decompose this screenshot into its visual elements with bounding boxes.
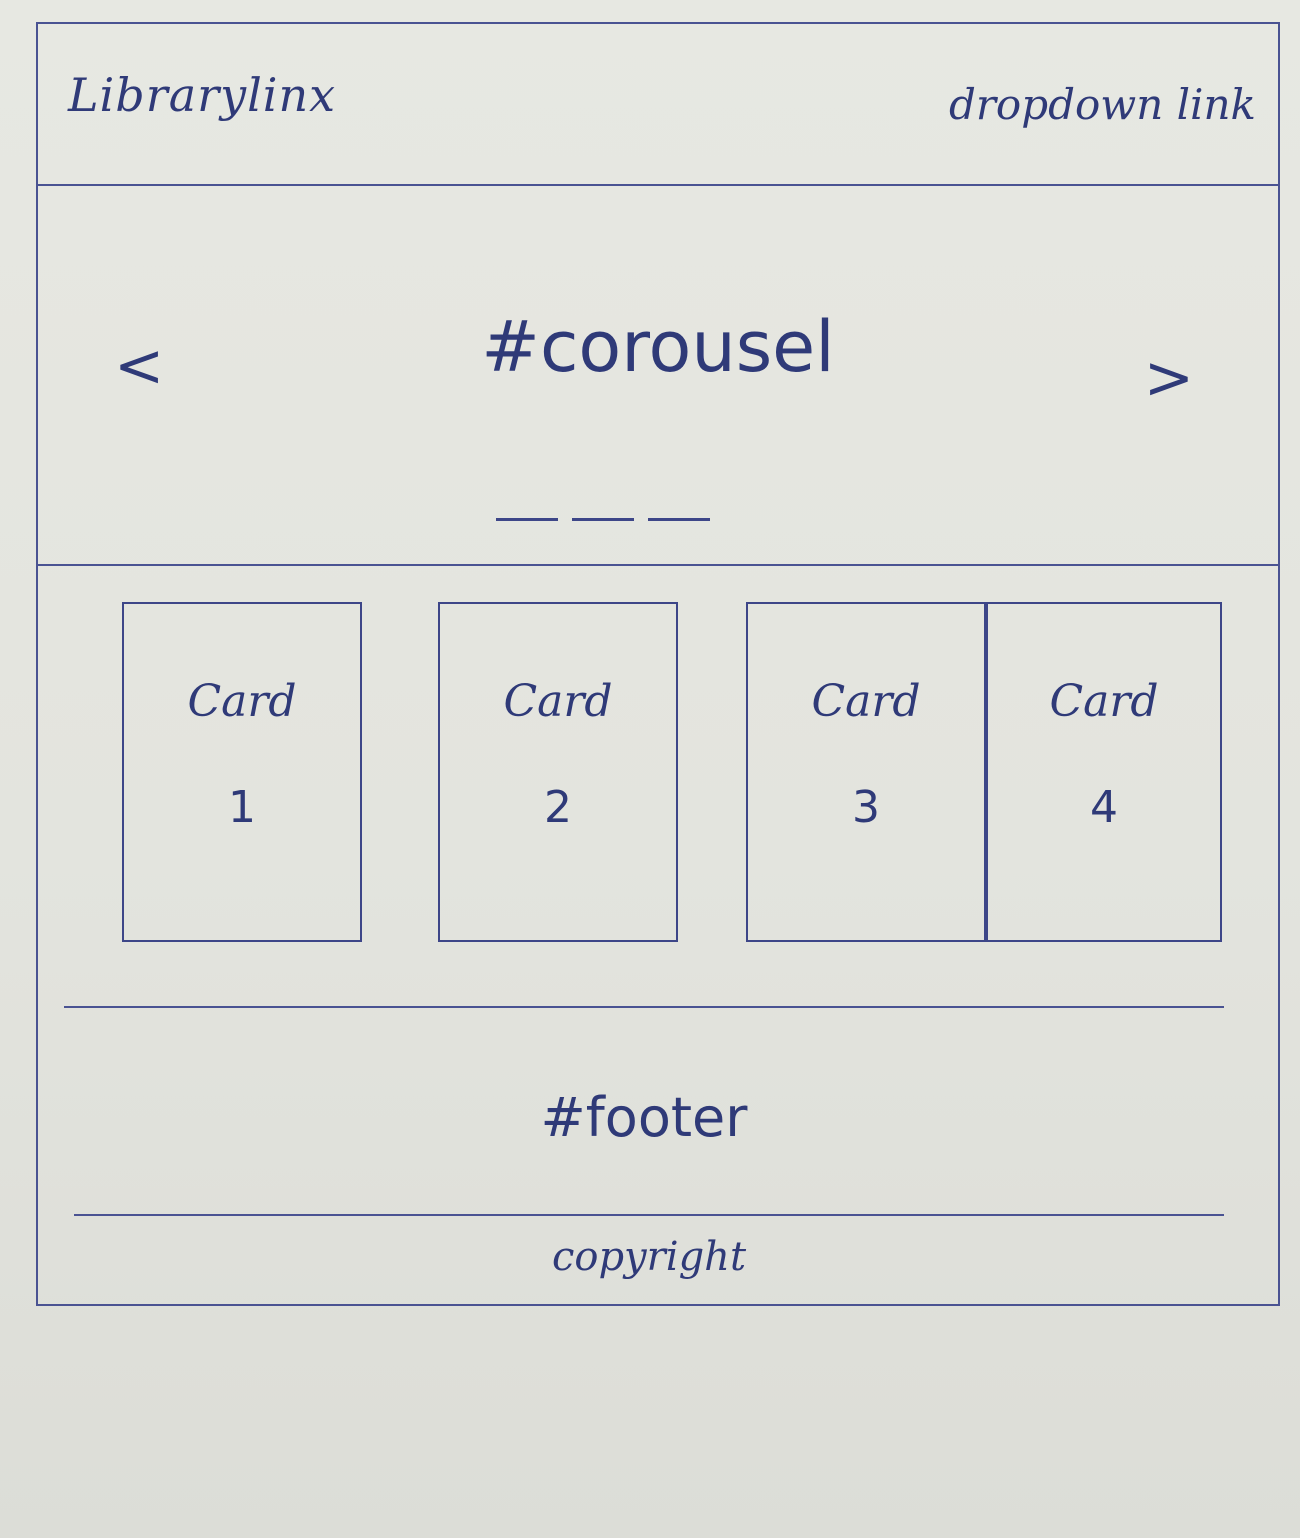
card-3[interactable]: Card 3 [746,602,986,942]
carousel: < #corousel > [38,186,1278,566]
card-number: 1 [228,782,256,833]
carousel-title: #corousel [481,306,835,388]
cards-section: Card 1 Card 2 Card 3 Card 4 [38,566,1278,1006]
carousel-indicator[interactable] [648,518,710,521]
card-number: 2 [544,782,572,833]
card-number: 4 [1090,782,1118,833]
carousel-indicator[interactable] [572,518,634,521]
carousel-next-button[interactable]: > [1143,343,1194,413]
dropdown-link[interactable]: dropdown link [948,80,1256,129]
card-2[interactable]: Card 2 [438,602,678,942]
footer-label: #footer [540,1086,748,1149]
copyright-text: copyright [551,1234,747,1280]
navbar: Librarylinx dropdown link [38,24,1278,186]
card-number: 3 [852,782,880,833]
copyright-bar: copyright [74,1214,1224,1306]
card-1[interactable]: Card 1 [122,602,362,942]
card-title: Card [811,676,921,727]
carousel-indicators [496,518,710,521]
card-title: Card [1049,676,1159,727]
card-4[interactable]: Card 4 [986,602,1222,942]
brand-logo[interactable]: Librarylinx [68,68,337,122]
card-title: Card [503,676,613,727]
card-title: Card [187,676,297,727]
carousel-indicator[interactable] [496,518,558,521]
page-frame: Librarylinx dropdown link < #corousel > … [36,22,1280,1306]
footer: #footer [64,1006,1224,1216]
carousel-prev-button[interactable]: < [114,331,165,401]
